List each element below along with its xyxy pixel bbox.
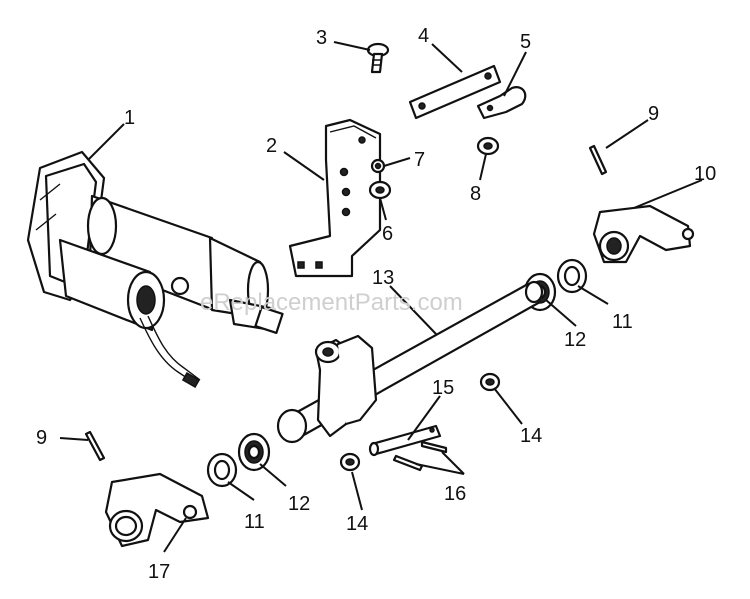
bolt [366,42,390,74]
callout-10: 10 [694,163,716,185]
callout-15: 15 [432,377,454,399]
lever-plate-10 [592,204,695,264]
nut-7 [370,158,386,174]
nut-8 [476,136,500,156]
pin-9-upper [588,144,608,176]
actuator-motor [26,150,284,388]
callout-7: 7 [414,149,425,171]
washer-6 [368,180,392,200]
callout-2: 2 [266,135,277,157]
callout-14-lower: 14 [346,513,368,535]
callout-9-upper: 9 [648,103,659,125]
callout-labels: 1 2 3 4 5 6 7 8 9 9 10 11 11 12 12 13 14… [36,25,716,583]
lever-plate-17 [104,472,210,548]
strap [408,64,502,120]
callout-6: 6 [382,223,393,245]
callout-17: 17 [148,561,170,583]
callout-9-lower: 9 [36,427,47,449]
callout-16: 16 [444,483,466,505]
shaft-13 [276,280,544,444]
cotter-pins-16 [392,440,448,472]
nut-14-lower [339,452,361,472]
washer-11-upper [556,258,588,294]
nut-14-upper [479,372,501,392]
watermark: eReplacementParts.com [200,289,463,316]
washer-11-lower [206,452,238,488]
clamp [476,86,527,120]
callout-12-upper: 12 [564,329,586,351]
callout-12-lower: 12 [288,493,310,515]
bushing-12-lower [237,432,271,472]
callout-11-lower: 11 [244,511,265,533]
callout-13: 13 [372,267,394,289]
callout-1: 1 [124,107,135,129]
callout-8: 8 [470,183,481,205]
callout-5: 5 [520,31,531,53]
callout-11-upper: 11 [612,311,633,333]
callout-3: 3 [316,27,327,49]
pin-9-lower [84,430,106,462]
leader-lines [59,41,703,553]
callout-14-upper: 14 [520,425,542,447]
mounting-bracket [288,118,382,278]
clevis-pin-15 [368,424,442,457]
callout-4: 4 [418,25,429,47]
